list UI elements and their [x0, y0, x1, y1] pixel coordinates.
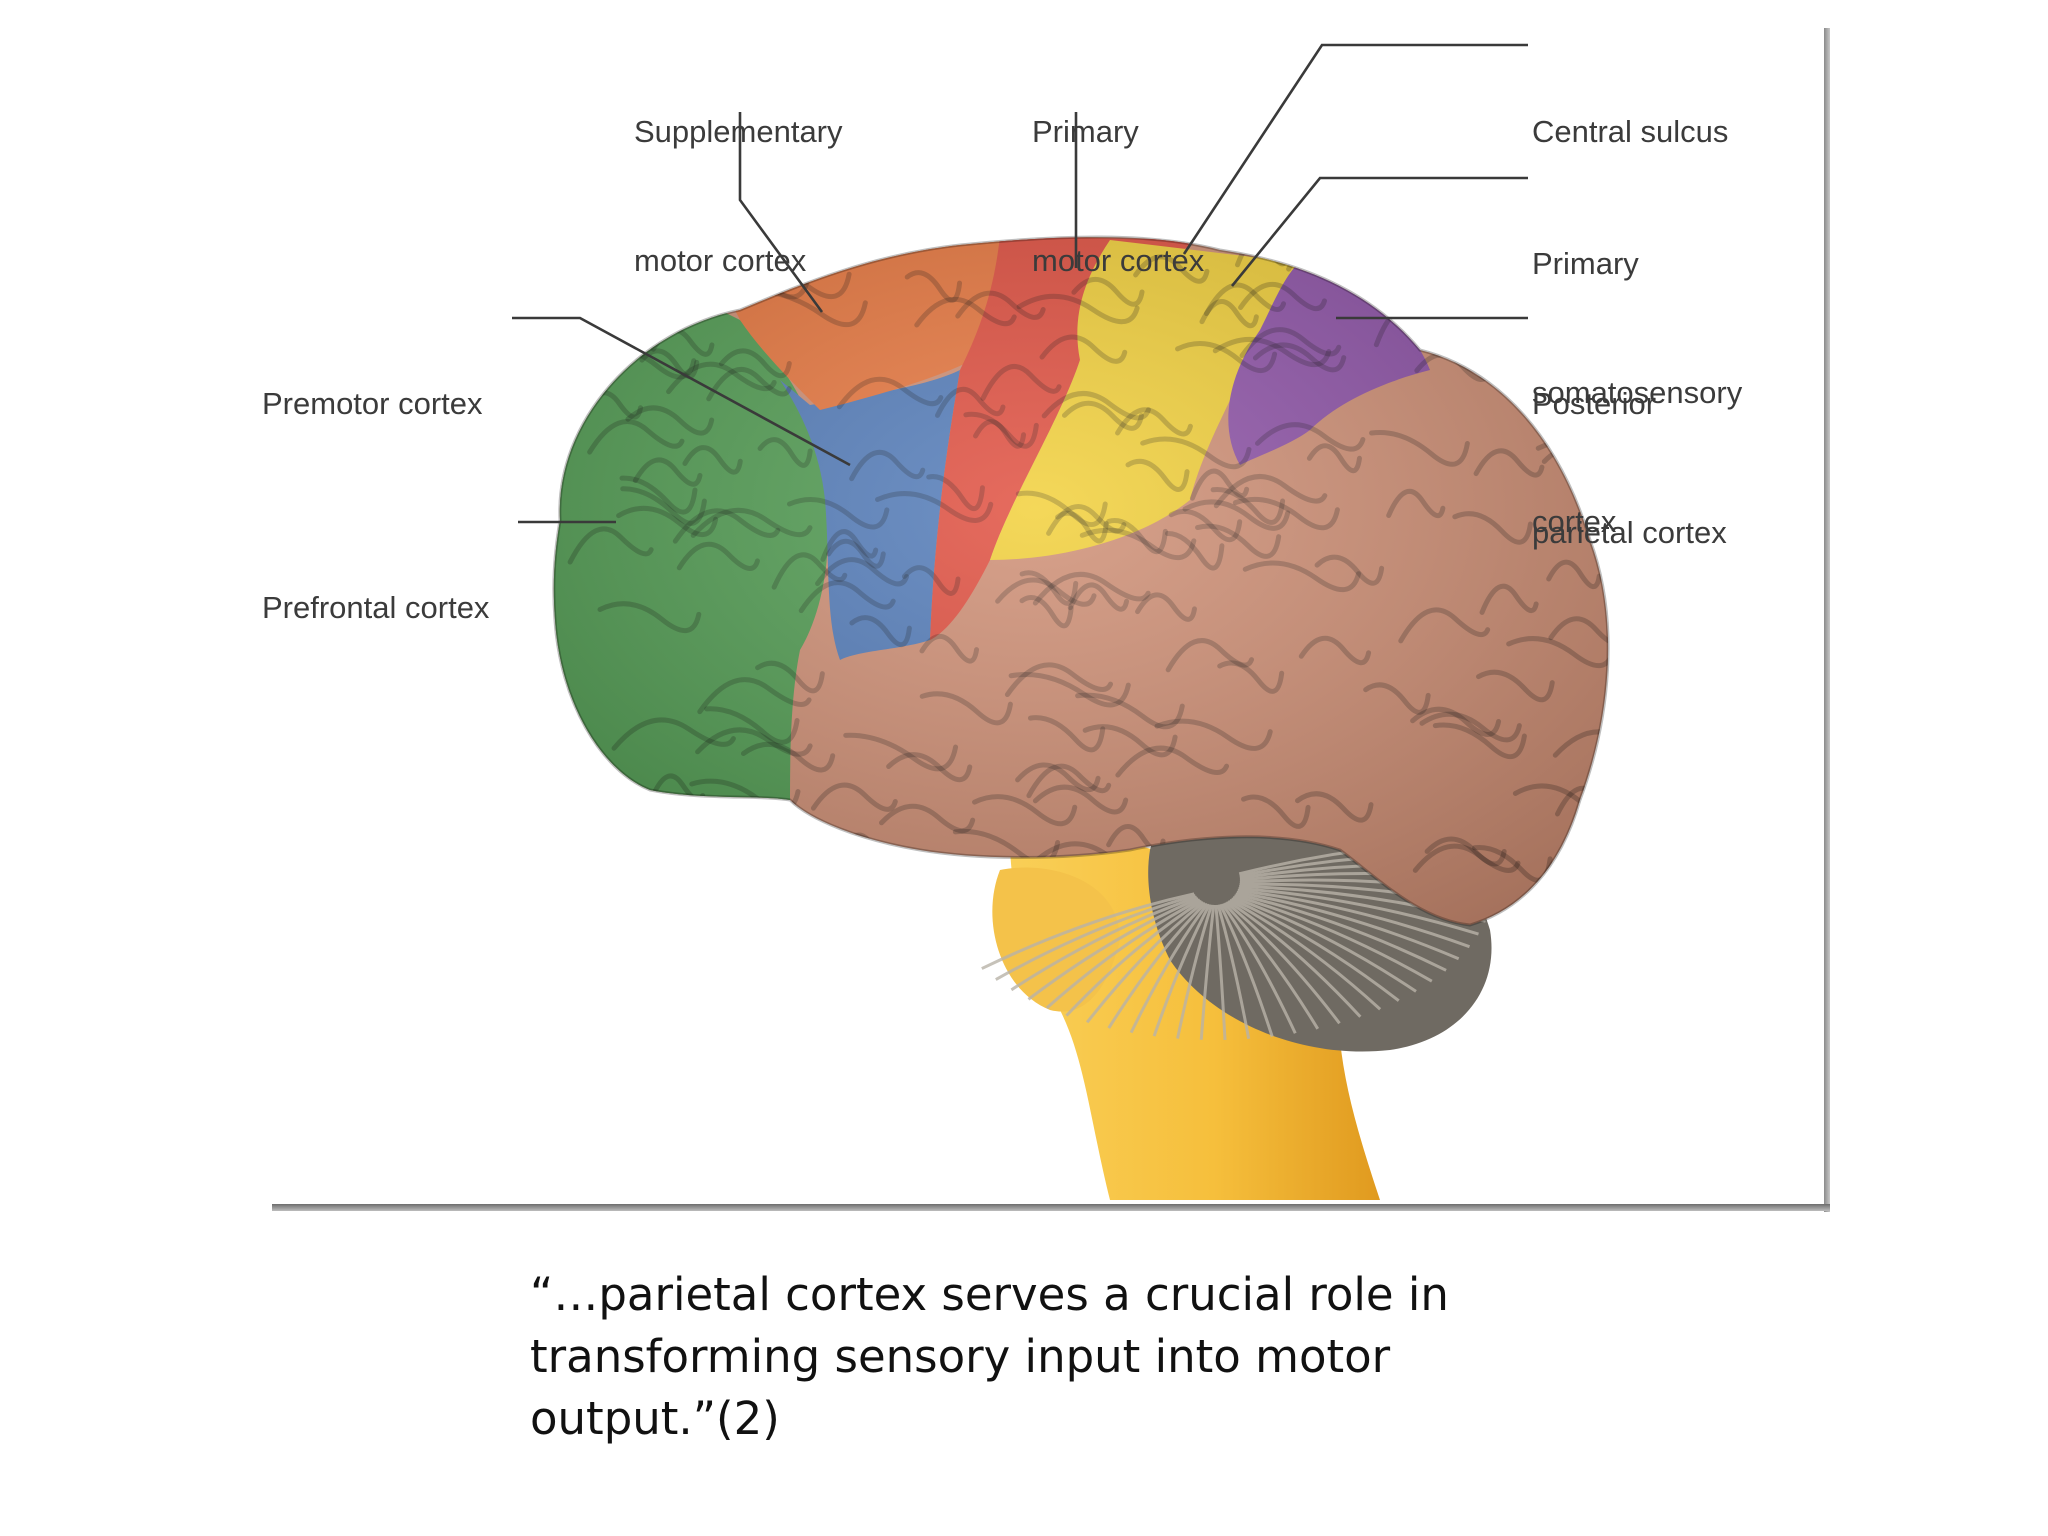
cerebellum-folium — [1227, 900, 1362, 1018]
cerebellum-folium — [1237, 888, 1471, 949]
caption-line-1: “…parietal cortex serves a crucial role … — [530, 1268, 1449, 1321]
cerebellum-folium — [1229, 898, 1382, 1011]
cerebellum-folium — [1129, 902, 1209, 1034]
posterior-parietal-line-1: Posterior — [1532, 386, 1657, 421]
cerebellum-folium — [1045, 898, 1201, 1010]
posterior-parietal-cortex-label: Posterior parietal cortex — [1532, 296, 1727, 640]
cerebellum-folium — [1065, 899, 1203, 1017]
leader-lines — [512, 43, 1528, 524]
cerebellum-folium — [1220, 903, 1297, 1034]
gyrus-fold — [867, 844, 922, 882]
slide-caption: “…parietal cortex serves a crucial role … — [530, 1264, 1449, 1450]
primary-motor-line-2: motor cortex — [1032, 243, 1205, 278]
frame-shadow-right — [1824, 28, 1830, 1212]
cerebellum-folium — [1236, 890, 1460, 961]
brain-outline — [552, 235, 1610, 927]
cerebellum-folium — [1223, 902, 1320, 1030]
cerebellum-folium — [981, 892, 1195, 970]
leader-primary-somatosensory — [1230, 176, 1528, 287]
cerebellum-folium — [1233, 894, 1433, 983]
leader-premotor — [512, 316, 851, 467]
cerebellum-folium — [1218, 903, 1274, 1038]
gyrus-fold — [812, 840, 884, 873]
primary-motor-line-1: Primary — [1032, 114, 1139, 149]
central-sulcus-label: Central sulcus — [1532, 24, 1728, 239]
gyrus-fold — [741, 845, 827, 875]
caption-line-3: output.”(2) — [530, 1392, 780, 1445]
prefrontal-cortex-label: Prefrontal cortex — [262, 500, 489, 715]
cerebellum-folium — [1230, 897, 1400, 1002]
cerebellum-folium — [1216, 904, 1251, 1040]
frame-shadow-bottom — [272, 1204, 1830, 1211]
cerebellum-folium — [1027, 897, 1199, 1001]
somatosensory-line-3: cortex — [1532, 504, 1617, 539]
gyrus-fold — [1564, 836, 1609, 873]
cerebellum-folium — [1152, 903, 1211, 1037]
cerebellum-folium — [1235, 892, 1447, 972]
somatosensory-line-2: somatosensory — [1532, 375, 1743, 410]
somatosensory-line-1: Primary — [1532, 246, 1639, 281]
cerebellum-folium — [995, 894, 1196, 981]
supplementary-motor-line-1: Supplementary — [634, 114, 843, 149]
cerebellum-folium — [1176, 904, 1214, 1039]
caption-line-2: transforming sensory input into motor — [530, 1330, 1391, 1383]
leader-central-sulcus — [1182, 43, 1528, 255]
supplementary-motor-line-2: motor cortex — [634, 243, 807, 278]
cerebellum-folium — [1199, 904, 1216, 1040]
gyrus-fold — [571, 841, 670, 871]
central-sulcus-text: Central sulcus — [1532, 114, 1729, 149]
premotor-text: Premotor cortex — [262, 386, 483, 421]
premotor-cortex-label: Premotor cortex — [262, 296, 483, 511]
leader-supplementary-motor — [738, 112, 824, 313]
primary-motor-cortex-label: Primary motor cortex — [1032, 24, 1204, 368]
cerebellum-folium — [1238, 886, 1479, 936]
prefrontal-text: Prefrontal cortex — [262, 590, 490, 625]
cerebellum-folium — [1085, 901, 1205, 1024]
cerebellum-folium — [1225, 901, 1341, 1025]
cerebellum-folium — [1010, 895, 1198, 992]
supplementary-motor-cortex-label: Supplementary motor cortex — [634, 24, 843, 368]
cerebellum-folium — [1232, 895, 1417, 993]
posterior-parietal-line-2: parietal cortex — [1532, 515, 1727, 550]
cerebellum-folium — [1107, 902, 1207, 1029]
primary-somatosensory-cortex-label: Primary somatosensory cortex — [1532, 156, 1742, 629]
cerebellum-folium — [1214, 904, 1227, 1040]
pons — [992, 867, 1120, 1012]
